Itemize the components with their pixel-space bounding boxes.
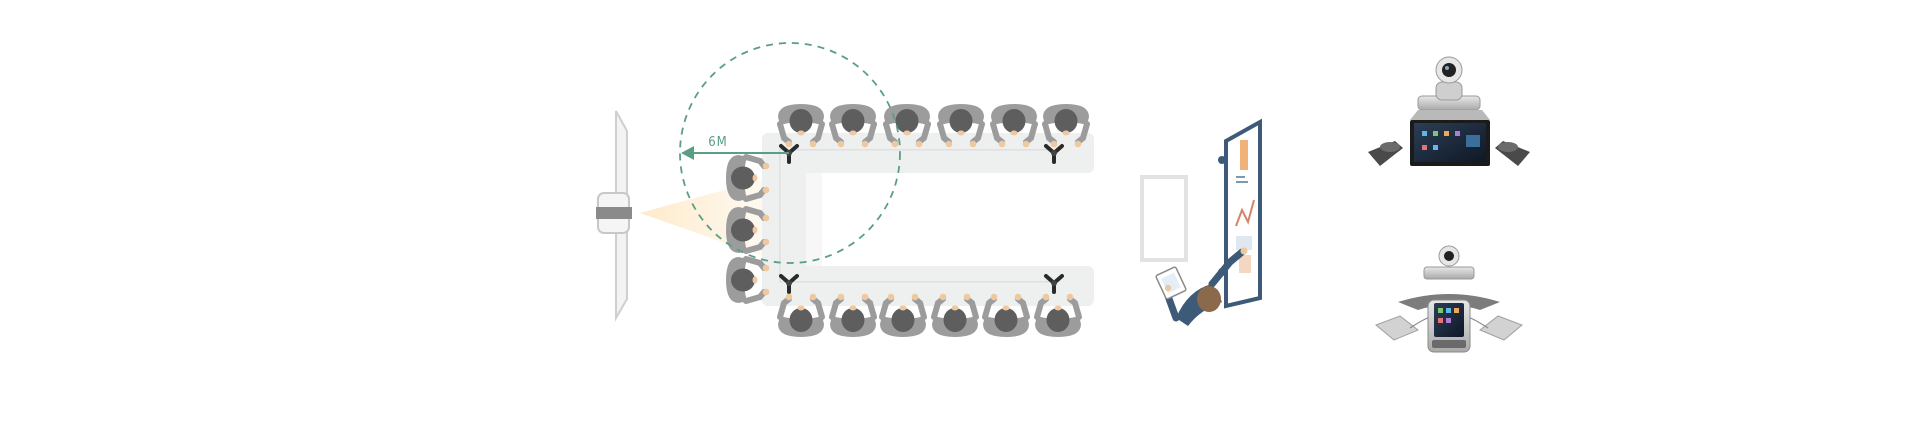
distance-label: 6M <box>708 135 728 150</box>
arrow-left-icon <box>681 146 694 160</box>
video-conferencing-kit-2 <box>1375 245 1523 353</box>
conference-table <box>762 133 1094 306</box>
side-board <box>1140 175 1188 262</box>
microphone-icon <box>1368 141 1530 166</box>
camera-icon <box>596 192 632 234</box>
camera-icon <box>1423 245 1475 280</box>
display-icon <box>1410 110 1490 166</box>
pickup-range: 6M <box>679 42 901 264</box>
presenter <box>1155 247 1248 326</box>
interactive-whiteboard <box>1218 118 1262 309</box>
camera-icon <box>1417 56 1481 111</box>
tablet-icon <box>1155 266 1187 300</box>
video-conferencing-kit-1 <box>1368 56 1530 166</box>
microphone-icon <box>1375 315 1523 341</box>
speakerphone-icon <box>1398 294 1500 353</box>
